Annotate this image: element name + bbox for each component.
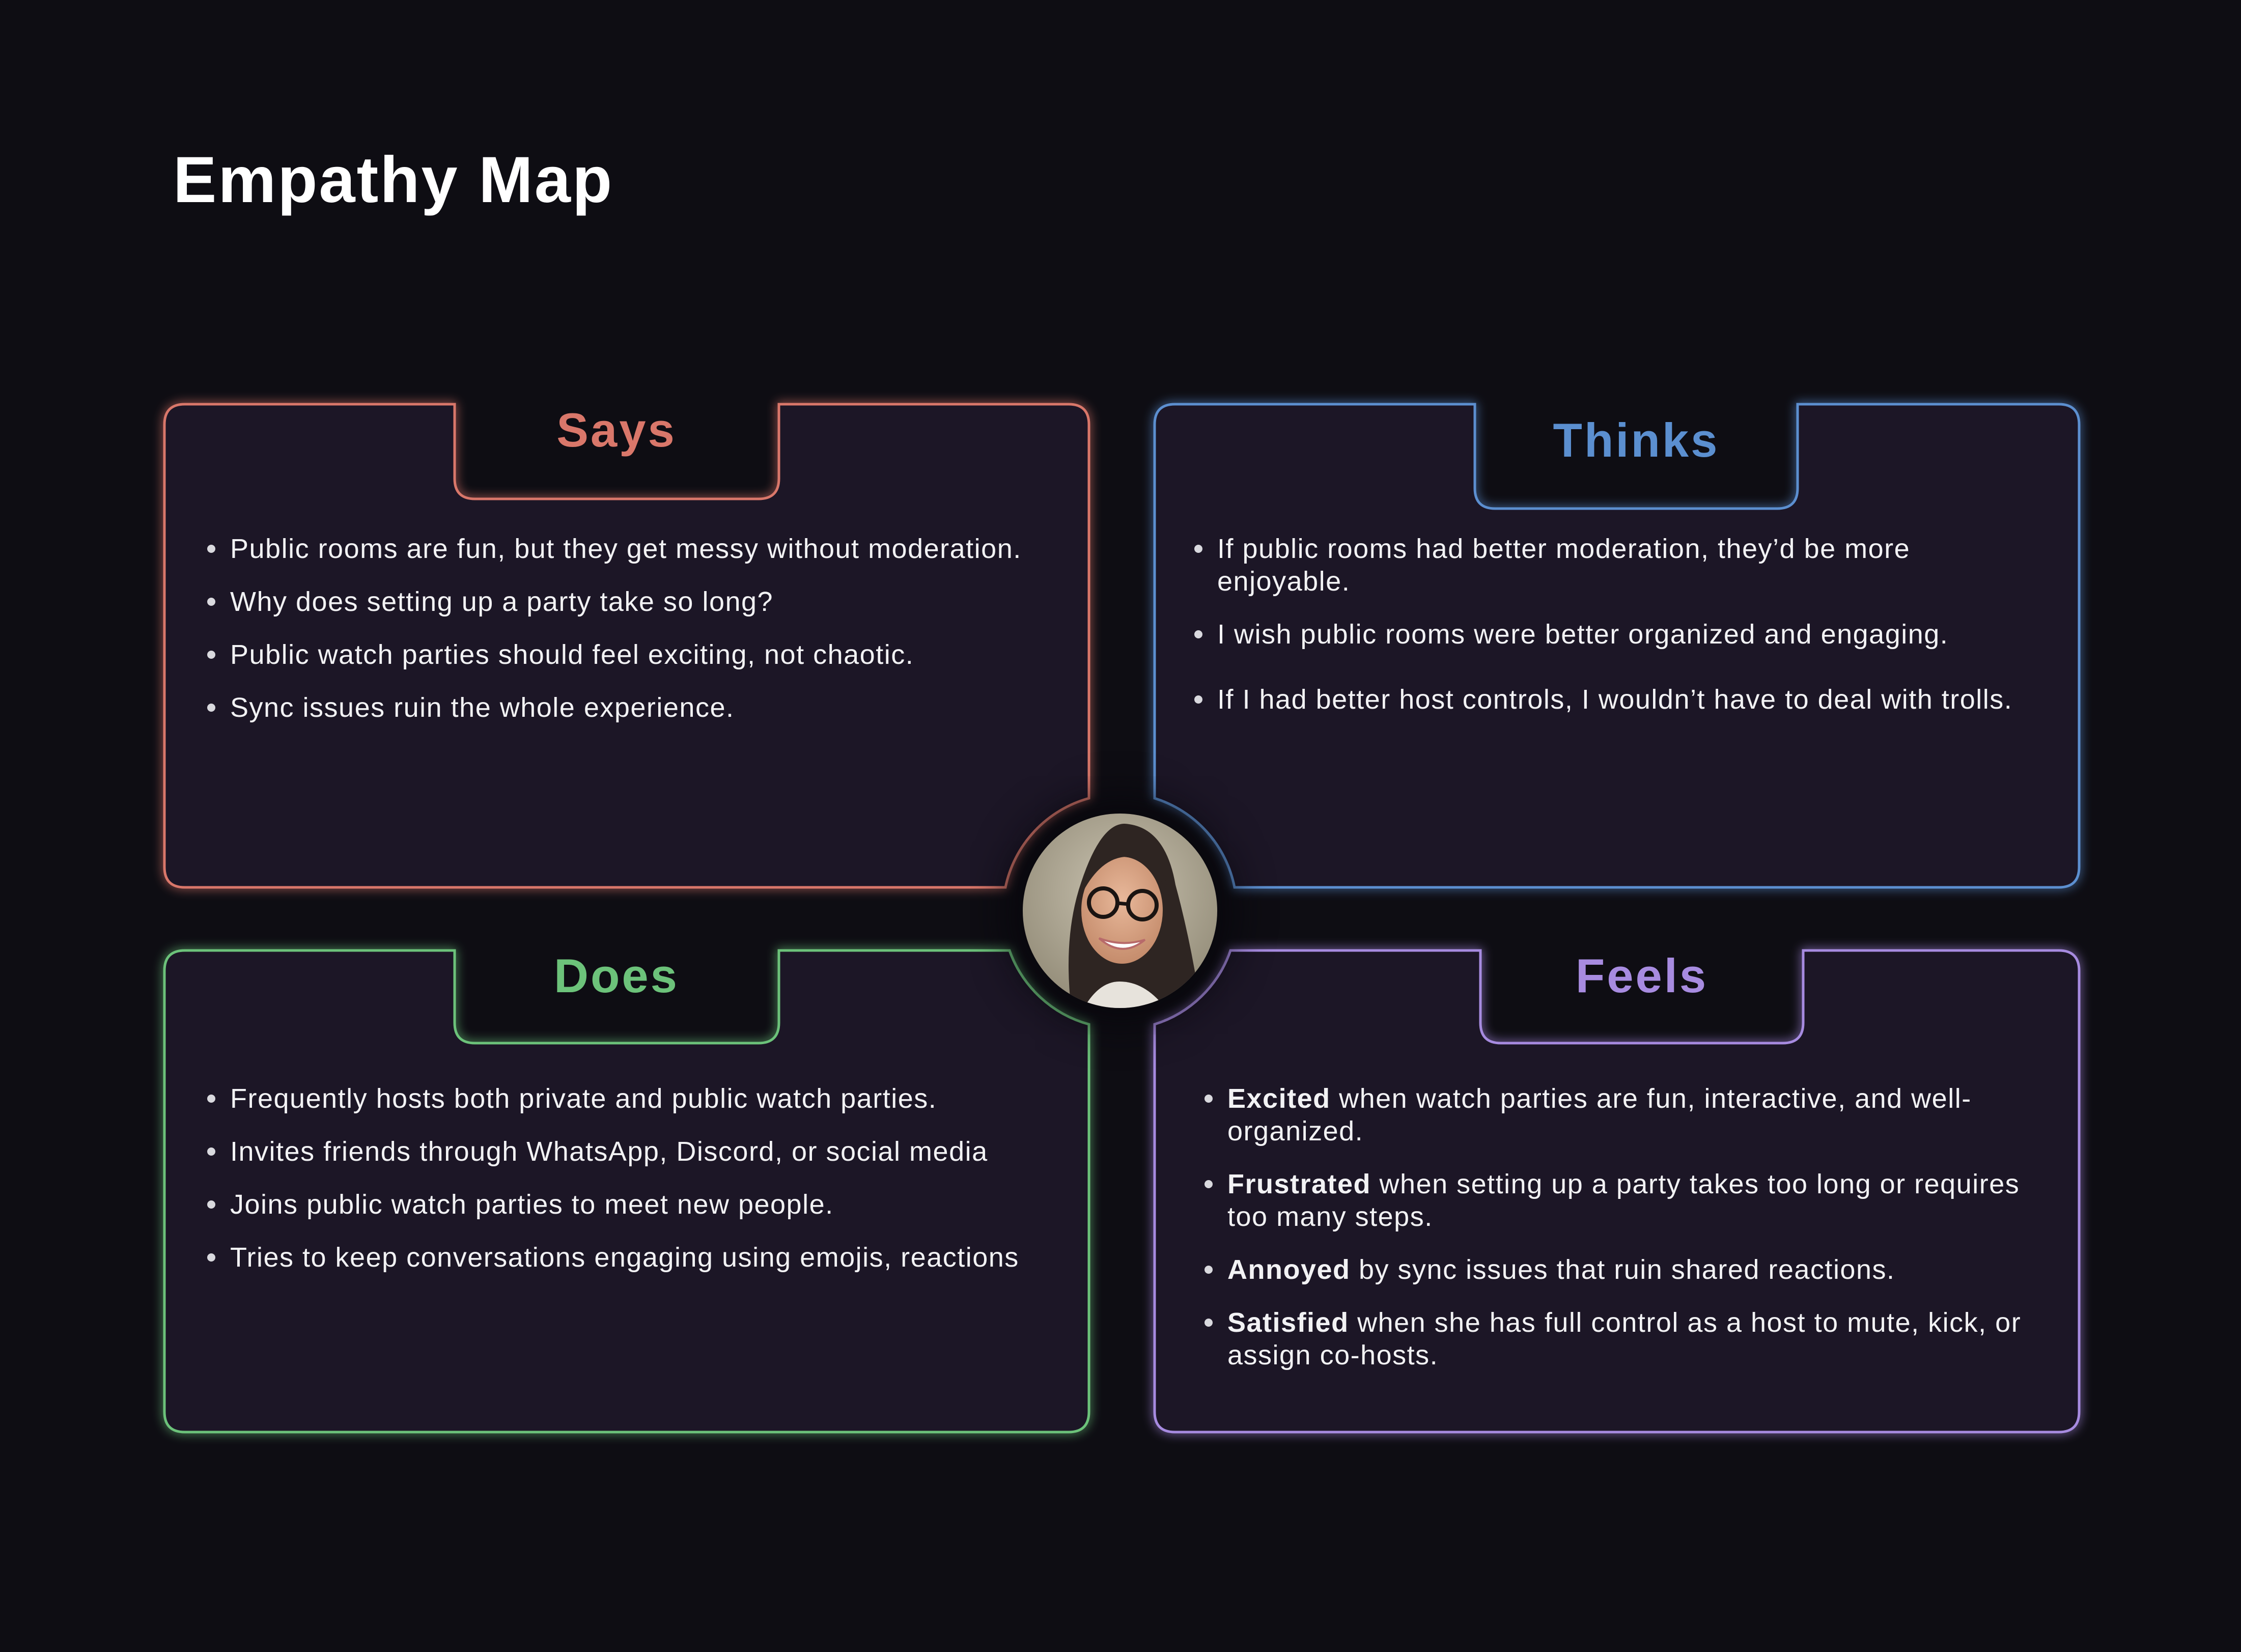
page-title: Empathy Map	[173, 144, 614, 216]
says-list: Public rooms are fun, but they get messy…	[207, 533, 1032, 744]
list-item: Frequently hosts both private and public…	[207, 1082, 1024, 1115]
list-item: Joins public watch parties to meet new p…	[207, 1188, 1024, 1221]
does-list: Frequently hosts both private and public…	[207, 1082, 1024, 1294]
list-item: Tries to keep conversations engaging usi…	[207, 1241, 1024, 1274]
does-panel	[163, 949, 1090, 1434]
avatar	[1023, 814, 1217, 1008]
thinks-panel	[1153, 403, 2081, 889]
does-heading: Does	[554, 949, 679, 1002]
emotion-description: when she has full control as a host to m…	[1227, 1307, 2022, 1370]
list-item: Satisfied when she has full control as a…	[1204, 1306, 2034, 1371]
list-item: Sync issues ruin the whole experience.	[207, 691, 1032, 724]
feels-panel	[1153, 949, 2081, 1434]
emotion-label: Satisfied	[1227, 1307, 1349, 1338]
emotion-label: Annoyed	[1227, 1254, 1351, 1285]
persona-photo-icon	[1023, 814, 1217, 1008]
list-item: Why does setting up a party take so long…	[207, 585, 1032, 618]
list-item: Excited when watch parties are fun, inte…	[1204, 1082, 2034, 1147]
emotion-description: when watch parties are fun, interactive,…	[1227, 1083, 1972, 1146]
list-item: I wish public rooms were better organize…	[1194, 618, 2047, 651]
emotion-label: Frustrated	[1227, 1169, 1371, 1199]
list-item: Public watch parties should feel excitin…	[207, 638, 1032, 671]
list-item: If public rooms had better moderation, t…	[1194, 533, 2047, 598]
list-item: Frustrated when setting up a party takes…	[1204, 1168, 2034, 1233]
feels-list: Excited when watch parties are fun, inte…	[1204, 1082, 2034, 1392]
feels-heading: Feels	[1575, 949, 1708, 1002]
list-item: If I had better host controls, I wouldn’…	[1194, 683, 2047, 716]
thinks-list: If public rooms had better moderation, t…	[1194, 533, 2047, 736]
emotion-description: when setting up a party takes too long o…	[1227, 1169, 2020, 1232]
emotion-description: by sync issues that ruin shared reaction…	[1350, 1254, 1895, 1285]
emotion-label: Excited	[1227, 1083, 1331, 1114]
list-item: Annoyed by sync issues that ruin shared …	[1204, 1253, 2034, 1286]
list-item: Public rooms are fun, but they get messy…	[207, 533, 1032, 565]
list-item: Invites friends through WhatsApp, Discor…	[207, 1135, 1024, 1168]
says-panel	[163, 403, 1090, 889]
says-heading: Says	[556, 403, 677, 457]
thinks-heading: Thinks	[1553, 413, 1720, 467]
